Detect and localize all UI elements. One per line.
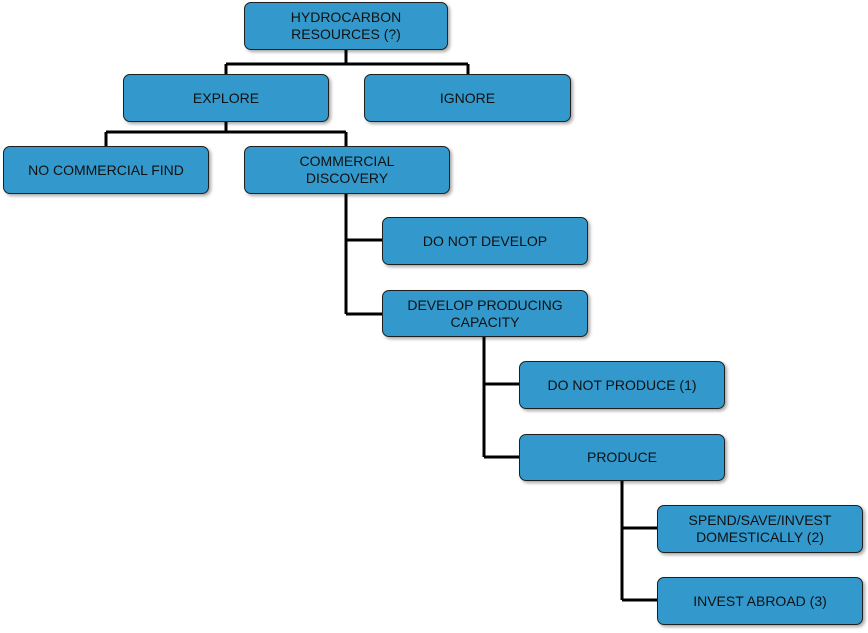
node-label: COMMERCIAL DISCOVERY: [299, 153, 395, 186]
node-label: EXPLORE: [192, 89, 260, 106]
node-spend-save-invest-domestically: SPEND/SAVE/INVEST DOMESTICALLY (2): [657, 505, 863, 553]
node-do-not-develop: DO NOT DEVELOP: [382, 217, 588, 265]
node-label: HYDROCARBON RESOURCES (?): [290, 9, 402, 42]
node-label: SPEND/SAVE/INVEST DOMESTICALLY (2): [688, 512, 832, 545]
node-produce: PRODUCE: [519, 434, 725, 481]
node-label: INVEST ABROAD (3): [693, 592, 827, 609]
node-hydrocarbon-resources: HYDROCARBON RESOURCES (?): [244, 2, 448, 50]
node-label: NO COMMERCIAL FIND: [28, 161, 184, 178]
node-label: IGNORE: [439, 89, 496, 106]
connector-capacity-children: [482, 336, 519, 459]
node-ignore: IGNORE: [364, 74, 571, 122]
connector-explore-children: [104, 122, 348, 146]
connector-discovery-children: [344, 193, 382, 316]
node-label: DO NOT PRODUCE (1): [547, 376, 697, 393]
connector-root-children: [224, 50, 470, 74]
node-explore: EXPLORE: [123, 74, 329, 122]
node-label: DO NOT DEVELOP: [422, 232, 548, 249]
node-develop-producing-capacity: DEVELOP PRODUCING CAPACITY: [382, 290, 588, 337]
node-commercial-discovery: COMMERCIAL DISCOVERY: [244, 146, 450, 194]
connector-produce-children: [620, 481, 657, 602]
node-do-not-produce: DO NOT PRODUCE (1): [519, 361, 725, 409]
node-invest-abroad: INVEST ABROAD (3): [657, 577, 863, 625]
node-label: DEVELOP PRODUCING CAPACITY: [407, 296, 563, 330]
node-label: PRODUCE: [586, 449, 657, 465]
node-no-commercial-find: NO COMMERCIAL FIND: [3, 146, 209, 194]
